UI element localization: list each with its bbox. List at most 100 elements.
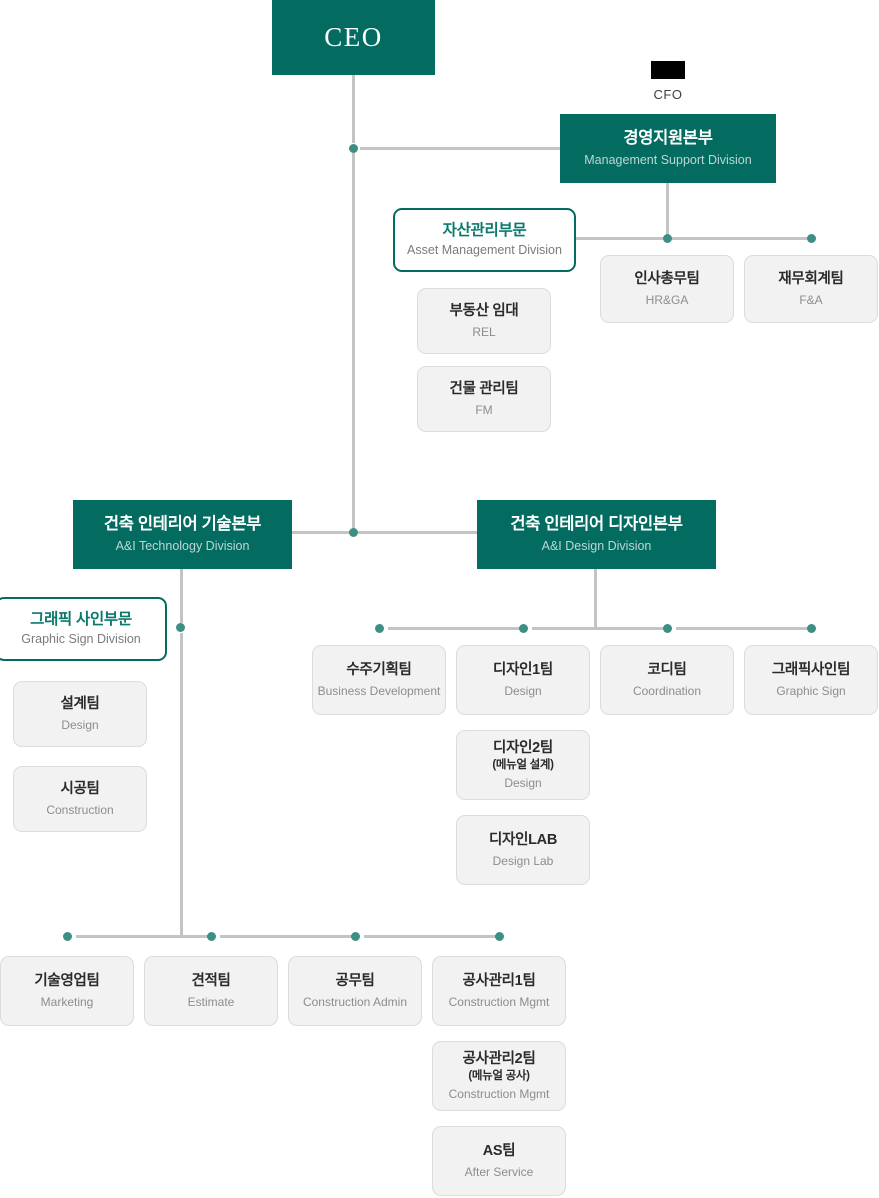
connector-ceo-to-ai-technology — [292, 531, 352, 534]
connector-ceo-to-management-support — [360, 147, 560, 150]
node-real-estate-lease[interactable]: 부동산 임대 REL — [417, 288, 551, 354]
connector-dot-divisions-branch — [349, 528, 358, 537]
connector-dot-estimate — [207, 932, 216, 941]
node-ai-design-label-ko: 건축 인테리어 디자인본부 — [510, 515, 683, 534]
node-after-service-label-en: After Service — [464, 1164, 534, 1179]
connector-ai-design-children-bar-1 — [388, 627, 524, 630]
node-marketing-label-ko: 기술영업팀 — [34, 973, 100, 990]
connector-management-support-down — [666, 183, 669, 239]
node-estimate-label-en: Estimate — [187, 994, 235, 1009]
node-ceo[interactable]: CEO — [272, 0, 435, 75]
node-management-support-division[interactable]: 경영지원본부 Management Support Division — [560, 114, 776, 183]
node-construction-mgmt-2[interactable]: 공사관리2팀 (메뉴얼 공사) Construction Mgmt — [432, 1041, 566, 1111]
node-asset-management-division[interactable]: 자산관리부문 Asset Management Division — [393, 208, 576, 272]
connector-dot-marketing — [63, 932, 72, 941]
node-real-estate-lease-label-en: REL — [472, 324, 496, 339]
node-design-2-label-ko: 디자인2팀 — [493, 739, 553, 756]
node-marketing-label-en: Marketing — [40, 994, 94, 1009]
node-after-service[interactable]: AS팀 After Service — [432, 1126, 566, 1196]
node-graphic-sign-team-label-en: Graphic Sign — [776, 683, 846, 698]
connector-ceo-spine-top — [352, 75, 355, 143]
node-after-service-label-ko: AS팀 — [482, 1143, 516, 1160]
node-facility-mgmt[interactable]: 건물 관리팀 FM — [417, 366, 551, 432]
connector-ai-technology-children-bar-3 — [364, 935, 500, 938]
node-graphic-sign-division-label-en: Graphic Sign Division — [21, 632, 141, 647]
cfo-name-redaction — [651, 61, 685, 79]
node-asset-management-label-en: Asset Management Division — [407, 243, 562, 258]
node-cfo-label-en: CFO — [653, 87, 683, 102]
node-construction-mgmt-1-label-en: Construction Mgmt — [448, 994, 550, 1009]
connector-dot-business-development — [375, 624, 384, 633]
node-construction-admin-label-ko: 공무팀 — [335, 973, 375, 990]
connector-management-support-children — [575, 237, 815, 240]
node-ai-technology-division[interactable]: 건축 인테리어 기술본부 A&I Technology Division — [73, 500, 292, 569]
connector-dot-hr-ga — [663, 234, 672, 243]
node-facility-mgmt-label-ko: 건물 관리팀 — [449, 381, 519, 398]
node-ai-design-division[interactable]: 건축 인테리어 디자인본부 A&I Design Division — [477, 500, 716, 569]
node-coordination-label-en: Coordination — [632, 683, 702, 698]
node-construction-team-gs-label-en: Construction — [46, 802, 114, 817]
node-design-team-gs[interactable]: 설계팀 Design — [13, 681, 147, 747]
node-management-support-label-en: Management Support Division — [584, 153, 752, 167]
node-construction-mgmt-2-label-en: Construction Mgmt — [448, 1087, 550, 1102]
node-construction-team-gs-label-ko: 시공팀 — [60, 781, 100, 798]
node-design-1-label-en: Design — [504, 683, 542, 698]
node-graphic-sign-division-label-ko: 그래픽 사인부문 — [30, 611, 132, 628]
node-management-support-label-ko: 경영지원본부 — [623, 129, 713, 148]
node-construction-mgmt-1[interactable]: 공사관리1팀 Construction Mgmt — [432, 956, 566, 1026]
node-estimate-label-ko: 견적팀 — [191, 973, 231, 990]
connector-ai-design-children-bar-3 — [676, 627, 812, 630]
node-hr-ga-label-ko: 인사총무팀 — [634, 271, 700, 288]
node-ai-technology-label-ko: 건축 인테리어 기술본부 — [103, 515, 262, 534]
node-design-2-label-en: Design — [504, 776, 542, 791]
node-hr-ga[interactable]: 인사총무팀 HR&GA — [600, 255, 734, 323]
node-design-lab[interactable]: 디자인LAB Design Lab — [456, 815, 590, 885]
node-design-lab-label-en: Design Lab — [492, 853, 554, 868]
node-business-development-label-en: Business Development — [317, 683, 441, 698]
node-design-team-gs-label-en: Design — [61, 717, 99, 732]
node-design-2-label-ko2: (메뉴얼 설계) — [492, 758, 554, 771]
node-ai-design-label-en: A&I Design Division — [541, 539, 652, 553]
node-finance-accounting-label-ko: 재무회계팀 — [778, 271, 844, 288]
connector-dot-coordination — [663, 624, 672, 633]
connector-dot-ceo-branch — [349, 144, 358, 153]
node-marketing[interactable]: 기술영업팀 Marketing — [0, 956, 134, 1026]
connector-ai-technology-children-bar-1 — [76, 935, 212, 938]
node-design-2[interactable]: 디자인2팀 (메뉴얼 설계) Design — [456, 730, 590, 800]
node-coordination-label-ko: 코디팀 — [647, 662, 687, 679]
node-coordination[interactable]: 코디팀 Coordination — [600, 645, 734, 715]
connector-ceo-spine-mid — [352, 153, 355, 531]
connector-ai-design-down — [594, 569, 597, 629]
connector-dot-design-1 — [519, 624, 528, 633]
node-facility-mgmt-label-en: FM — [475, 402, 493, 417]
node-construction-mgmt-2-label-ko: 공사관리2팀 — [462, 1050, 536, 1067]
node-finance-accounting[interactable]: 재무회계팀 F&A — [744, 255, 878, 323]
node-design-team-gs-label-ko: 설계팀 — [60, 696, 100, 713]
connector-dot-finance-accounting — [807, 234, 816, 243]
connector-dot-construction-admin — [351, 932, 360, 941]
connector-ai-technology-spine-lower — [180, 633, 183, 936]
node-design-1-label-ko: 디자인1팀 — [493, 662, 553, 679]
node-real-estate-lease-label-ko: 부동산 임대 — [449, 303, 519, 320]
node-graphic-sign-team-label-ko: 그래픽사인팀 — [771, 662, 851, 679]
node-finance-accounting-label-en: F&A — [799, 292, 823, 307]
connector-dot-construction-mgmt-1 — [495, 932, 504, 941]
connector-ai-technology-children-bar-2 — [220, 935, 356, 938]
node-construction-mgmt-1-label-ko: 공사관리1팀 — [462, 973, 536, 990]
node-graphic-sign-division[interactable]: 그래픽 사인부문 Graphic Sign Division — [0, 597, 167, 661]
node-ceo-label-ko: CEO — [324, 21, 383, 52]
node-estimate[interactable]: 견적팀 Estimate — [144, 956, 278, 1026]
node-ai-technology-label-en: A&I Technology Division — [115, 539, 250, 553]
connector-ai-technology-spine-upper — [180, 569, 183, 623]
connector-dot-graphic-sign-team — [807, 624, 816, 633]
node-construction-mgmt-2-label-ko2: (메뉴얼 공사) — [468, 1069, 530, 1082]
node-business-development-label-ko: 수주기획팀 — [346, 662, 412, 679]
node-design-1[interactable]: 디자인1팀 Design — [456, 645, 590, 715]
connector-dot-graphic-sign-division — [176, 623, 185, 632]
node-construction-team-gs[interactable]: 시공팀 Construction — [13, 766, 147, 832]
node-business-development[interactable]: 수주기획팀 Business Development — [312, 645, 446, 715]
node-graphic-sign-team[interactable]: 그래픽사인팀 Graphic Sign — [744, 645, 878, 715]
node-construction-admin[interactable]: 공무팀 Construction Admin — [288, 956, 422, 1026]
connector-ceo-to-ai-design — [358, 531, 478, 534]
